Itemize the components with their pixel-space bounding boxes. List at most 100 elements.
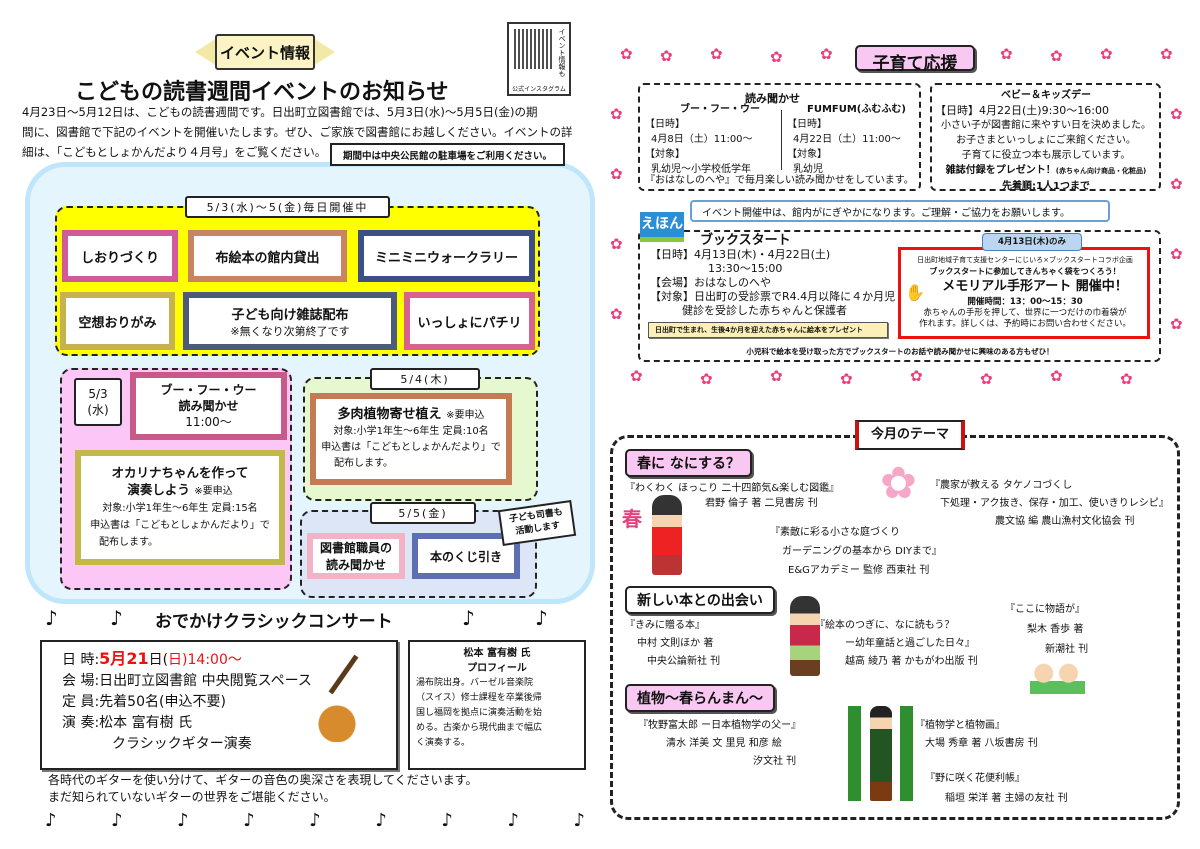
col1-l2: 4月8日（土）11:00～ [651,134,753,145]
event-ribbon: イベント情報 [195,32,335,74]
b3-a1: 梨木 香歩 著 [1027,624,1084,635]
bookstart-strip: 日出町で生まれ、生後4か月を迎えた赤ちゃんに絵本をプレゼント [648,322,888,338]
concert-capacity: 定 員:先着50名(申込不要) [62,694,226,710]
book-spring-3: 『農家が教える タケノコづくし下処理・アク抜き、保存・加工、使いきりレシピ』農文… [930,477,1169,531]
concert-date-label: 日 時: [62,652,100,668]
concert-title: おでかけクラシックコンサート [155,612,393,632]
event-photo: いっしょにパチリ [404,292,535,350]
parking-notice: 期間中は中央公民館の駐車場をご利用ください。 [330,143,565,166]
bookstart-l3: 【会場】おはなしのへや [650,276,771,289]
theme-tag-spring: 春に なにする？ [625,449,753,477]
profile-line: める。古楽から現代曲まで幅広 [416,723,543,733]
may3-ocarina-form1: 申込書は「こどもとしょかんだより」で [90,520,270,531]
b1-a1: 清水 洋美 文 里見 和彦 絵 [666,738,782,749]
guitar-icon [317,654,359,742]
qr-code: イベント情報も 公式インスタグラム [507,22,571,96]
baby-l4s: (赤ちゃん向け商品・化粧品) [1055,167,1147,175]
page-title: こどもの読書週間イベントのお知らせ [75,80,449,105]
col2-l4: 乳幼児 [793,164,823,175]
items-3: 空想おりがみ [78,315,157,331]
baby-l4: 雑誌付録をプレゼント！ [945,165,1056,176]
theme-tag-plants: 植物～春らんまん～ [625,684,775,712]
storytime-title: 読み聞かせ [745,92,800,105]
b3-t: 『ここに物語が』 [1005,604,1085,615]
baby-l5: 先着順:1人1つまで [1002,181,1090,192]
profile-name: 松本 富有樹 氏 [463,648,531,659]
memorial-l4: 作れます。詳しくは、予約時にお問い合わせください。 [919,319,1131,329]
b1-t: 『わくわく ほっこり 二十四節気&楽しむ図鑑』 [625,483,840,494]
concert-date-month: 5月 [99,649,127,668]
book-plants-3: 『野に咲く花便利帳』稲垣 栄洋 著 主婦の友社 刊 [925,769,1068,809]
column-divider [781,110,782,170]
book-plants-2: 『植物学と植物画』大場 秀章 著 八坂書房 刊 [915,717,1038,753]
may5-item2: 本のくじ引き [429,549,502,564]
intro-line: 4月23日～5月12日は、こどもの読書週間です。日出町立図書館では、5月3日(水… [22,105,538,119]
may5-header: 5/5(金) [370,502,476,524]
bookstart-l1: 【日時】4月13日(木)・4月22日(土) [650,248,831,261]
storytime-col1: ブー・フー・ウー 【日時】4月8日（土）11:00～ 【対象】乳幼児～小学校低学… [645,102,760,177]
items-1: 布絵本の館内貸出 [215,250,320,266]
handprint-icon: ✋ [905,283,925,302]
bookstart-l2: 13:30～15:00 [708,262,783,275]
items-0: しおりづくり [80,250,159,266]
b3-t2: 下処理・アク抜き、保存・加工、使いきりレシピ』 [940,498,1169,509]
may3-date1: 5/3 [88,386,108,401]
bookstart-box [638,230,1161,362]
col1-l4: 乳幼児～小学校低学年 [651,164,751,175]
intro-text: 4月23日～5月12日は、こどもの読書週間です。日出町立図書館では、5月3日(水… [22,102,573,162]
children-reading-illustration [1030,662,1085,694]
may4-title: 多肉植物寄せ植え [337,406,442,422]
may4-target: 対象:小学1年生～6年生 定員:10名 [333,425,489,437]
b2-t2: ガーデニングの基本から DIYまで』 [782,546,942,557]
kosodate-header: 子育て応援 [855,45,975,74]
event-cloth-books: 布絵本の館内貸出 [188,230,347,282]
theme-tag-new-books: 新しい本との出会い [625,586,775,614]
b2-a: E&Gアカデミー 監修 西東社 刊 [788,565,930,576]
b3-t: 『野に咲く花便利帳』 [925,773,1025,784]
b2-a: 大場 秀章 著 八坂書房 刊 [925,738,1038,749]
baby-l3: 子育てに役立つ本も展示しています。 [961,150,1131,161]
may3-date2: (水) [87,402,109,417]
items-2: ミニミニウォークラリー [374,250,518,266]
qr-caption: 公式インスタグラム [512,86,566,93]
event-shiori: しおりづくり [62,230,178,282]
girl-gardening-illustration [652,495,682,575]
profile-line: く演奏する。 [416,738,471,748]
memorial-content: 日出町地域子育て支援センターにじいろ×ブックスタートコラボ企画 ブックスタートに… [902,255,1148,330]
woman-reading-illustration [790,596,820,676]
concert-info-box: 日 時:5月21日(日)14:00～ 会 場:日出町立図書館 中央閲覧スペース … [40,640,398,770]
baby-day-content: ベビー＆キッズデー 【日時】4月22日(土)9:30～16:00 小さい子が図書… [935,88,1157,194]
may3-ocarina-form2: 配布します。 [99,537,158,548]
baby-l1: 小さい子が図書館に来やすい日を決めました。 [941,120,1151,131]
b2-a: 越高 綾乃 著 かもがわ出版 刊 [845,656,978,667]
b1-a2: 中央公論新社 刊 [647,656,721,667]
col1-l3: 【対象】 [645,149,685,160]
qr-side-text: イベント情報も [558,28,566,77]
baby-title: ベビー＆キッズデー [1001,90,1091,101]
b2-t1: 『絵本のつぎに、なに読もう？ [815,620,955,631]
music-note-icon: ♪ [462,606,475,630]
noise-notice: イベント開催中は、館内がにぎやかになります。ご理解・ご協力をお願いします。 [690,200,1110,222]
bookstart-title: ブックスタート [700,233,791,248]
baby-day-box [930,83,1161,191]
may3-story-title1: ブー・フー・ウー [160,383,257,397]
may3-story-title2: 読み聞かせ [178,399,239,413]
ehon-label: えほん [640,212,684,242]
may3-ocarina-target: 対象:小学1年生～6年生 定員:15名 [102,503,258,514]
b3-t1: 『農家が教える タケノコづくし [930,480,1073,491]
book-spring-2: 『素敵に彩る小さな庭づくりガーデニングの基本から DIYまで』E&Gアカデミー … [770,523,942,580]
may5-item1b: 読み聞かせ [325,558,386,572]
memorial-title: メモリアル手形アート 開催中！ [942,279,1128,294]
may4-succulent: 多肉植物寄せ植え ※要申込 対象:小学1年生～6年生 定員:10名 申込書は「こ… [310,393,512,485]
bookstart-l4: 【対象】日出町の受診票でR4.4月以降に４か月児 [650,290,896,303]
memorial-date-tag: 4月13日(木)のみ [982,233,1082,251]
storytime-footer: 『おはなしのへや』で毎月楽しい読み聞かせをしています。 [645,175,914,186]
storytime-box [638,83,921,191]
concert-date-dow: 日 [168,652,183,668]
col2-l3: 【対象】 [787,149,827,160]
memorial-time: 開催時間：13：00～15：30 [967,297,1083,307]
book-plants-1: 『牧野富太郎 ー日本植物学の父ー』清水 洋美 文 里見 和彦 絵汐文社 刊 [638,717,801,771]
event-walk-rally: ミニミニウォークラリー [358,230,535,282]
b3-a: 農文協 編 農山漁村文化協会 刊 [995,516,1135,527]
book-new-3: 『ここに物語が』梨木 香歩 著新潮社 刊 [1005,600,1088,660]
